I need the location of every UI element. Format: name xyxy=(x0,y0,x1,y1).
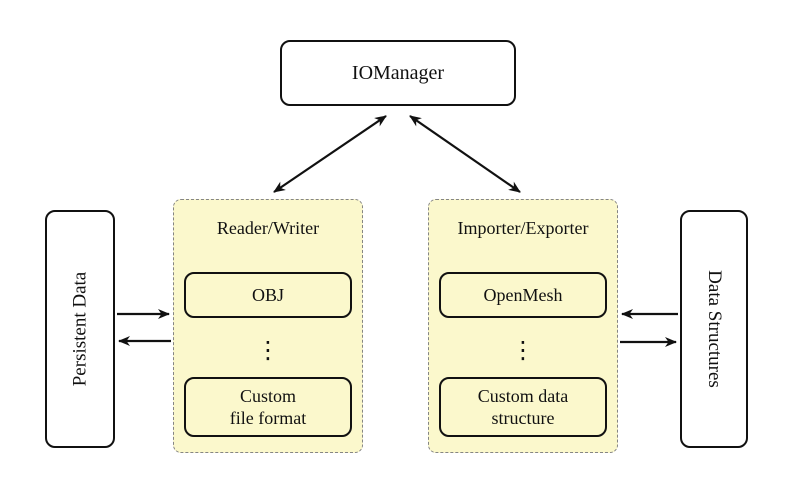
group-reader-writer: Reader/Writer OBJ ⋮ Custom file format xyxy=(173,199,363,453)
arrow-iomanager-readerwriter xyxy=(273,115,387,193)
node-persistent-data: Persistent Data xyxy=(45,210,115,448)
node-iomanager: IOManager xyxy=(280,40,516,106)
node-obj: OBJ xyxy=(184,272,352,318)
node-custom-file-format-label: Custom file format xyxy=(229,385,307,429)
node-custom-file-format: Custom file format xyxy=(184,377,352,437)
node-iomanager-label: IOManager xyxy=(351,61,445,84)
node-custom-data-structure-label: Custom data structure xyxy=(477,385,569,429)
node-custom-data-structure: Custom data structure xyxy=(439,377,607,437)
group-importer-exporter-title: Importer/Exporter xyxy=(457,218,589,238)
node-openmesh-label: OpenMesh xyxy=(483,284,563,305)
group-importer-exporter: Importer/Exporter OpenMesh ⋮ Custom data… xyxy=(428,199,618,453)
node-openmesh: OpenMesh xyxy=(439,272,607,318)
ellipsis-importer-exporter: ⋮ xyxy=(511,336,535,364)
node-data-structures-label: Data Structures xyxy=(704,270,725,388)
node-data-structures: Data Structures xyxy=(680,210,748,448)
ellipsis-reader-writer: ⋮ xyxy=(256,336,280,364)
node-obj-label: OBJ xyxy=(251,284,284,305)
arrow-iomanager-importerexporter xyxy=(409,115,521,193)
node-persistent-data-label: Persistent Data xyxy=(69,271,91,387)
group-reader-writer-title: Reader/Writer xyxy=(216,218,320,238)
